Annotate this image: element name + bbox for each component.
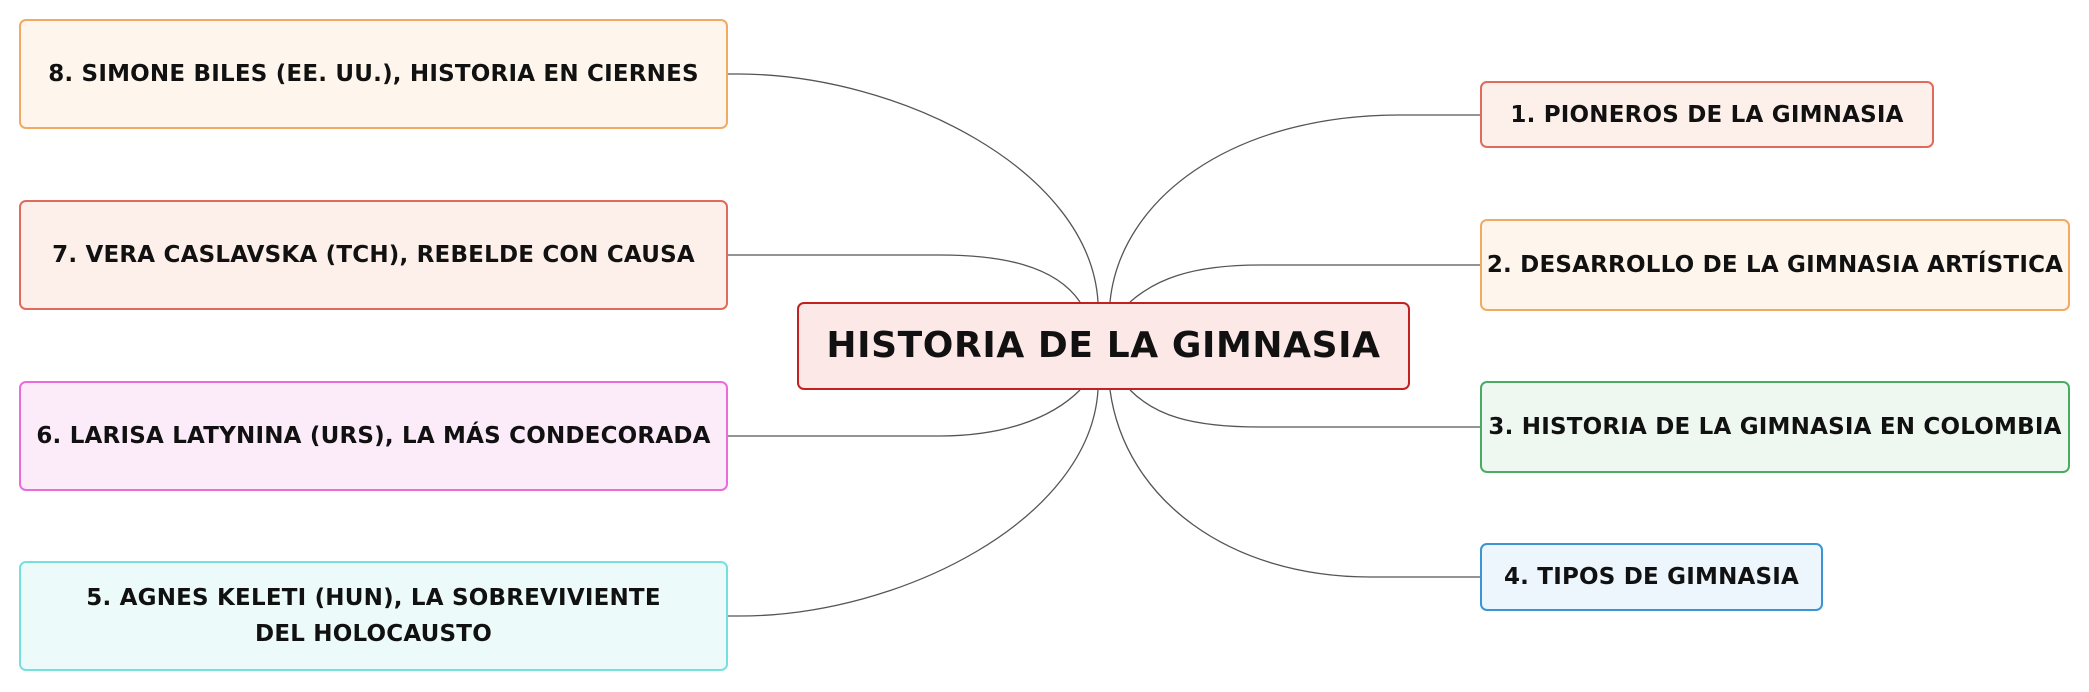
connector-8: [728, 73, 1099, 303]
connector-3: [1129, 389, 1480, 428]
connector-6: [728, 389, 1081, 437]
branch-7-vera-caslavska[interactable]: 7. VERA CASLAVSKA (TCH), REBELDE CON CAU…: [19, 200, 728, 310]
connector-1: [1109, 114, 1480, 303]
branch-3-colombia[interactable]: 3. HISTORIA DE LA GIMNASIA EN COLOMBIA: [1480, 381, 2070, 473]
connector-5: [728, 389, 1099, 617]
connector-7: [728, 254, 1081, 303]
branch-8-simone-biles[interactable]: 8. SIMONE BILES (EE. UU.), HISTORIA EN C…: [19, 19, 728, 129]
branch-5-agnes-keleti[interactable]: 5. AGNES KELETI (HUN), LA SOBREVIVIENTE …: [19, 561, 728, 671]
branch-1-pioneros[interactable]: 1. PIONEROS DE LA GIMNASIA: [1480, 81, 1934, 148]
connector-4: [1109, 389, 1480, 578]
connector-2: [1129, 264, 1480, 303]
branch-4-tipos[interactable]: 4. TIPOS DE GIMNASIA: [1480, 543, 1823, 611]
central-topic[interactable]: HISTORIA DE LA GIMNASIA: [797, 302, 1410, 390]
branch-2-desarrollo[interactable]: 2. DESARROLLO DE LA GIMNASIA ARTÍSTICA: [1480, 219, 2070, 311]
branch-6-larisa-latynina[interactable]: 6. LARISA LATYNINA (URS), LA MÁS CONDECO…: [19, 381, 728, 491]
